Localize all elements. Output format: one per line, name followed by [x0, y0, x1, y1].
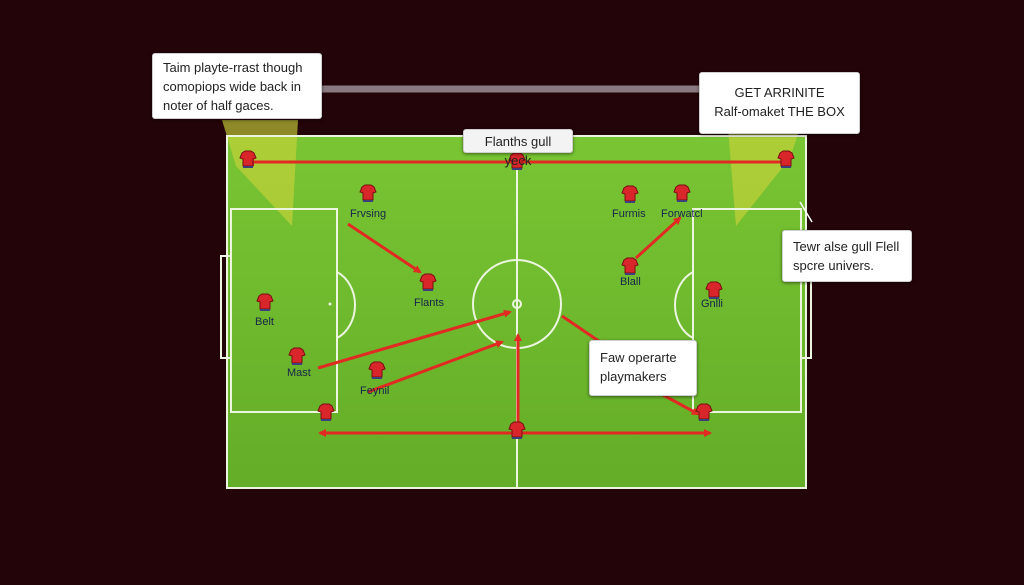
callout-bottom-right-line1: Faw operarte	[600, 350, 677, 365]
player-shirt	[288, 347, 306, 365]
callout-top-right: GET ARRINITE Ralf-omaket THE BOX	[699, 72, 860, 134]
callout-center: Flanths gull yeck	[463, 129, 573, 168]
player-shirt	[359, 184, 377, 202]
player-shirt	[239, 150, 257, 168]
callout-top-right-line2: Ralf-omaket THE BOX	[714, 104, 845, 119]
callout-bottom-right-line2: playmakers	[600, 369, 667, 384]
player-label-blall: Blall	[620, 276, 641, 288]
player-label-forwatcl: Forwatcl	[661, 208, 703, 220]
player-shirt	[777, 150, 795, 168]
callout-top-left-line2: comopiops wide back in	[163, 79, 302, 94]
callout-top-left-line1: Taim playte-rrast though	[163, 60, 303, 75]
player-shirt	[419, 273, 437, 291]
player-shirt	[621, 185, 639, 203]
callout-right-line1: Tewr alse gull Flell	[793, 239, 900, 254]
player-shirt	[673, 184, 691, 202]
callout-top-left-line3: noter of half gaces.	[163, 98, 274, 113]
player-shirt	[621, 257, 639, 275]
callout-right-line2: spcre univers.	[793, 258, 874, 273]
callout-pointer	[799, 201, 813, 223]
arrow-mast-pass	[317, 309, 512, 370]
callout-top-right-line1: GET ARRINITE	[734, 85, 825, 100]
player-label-frvsing: Frvsing	[350, 208, 386, 220]
player-shirt	[317, 403, 335, 421]
arrow-feynil-pass	[367, 340, 504, 394]
arrow-frvsing-run	[347, 222, 422, 274]
player-shirt	[256, 293, 274, 311]
player-label-furmis: Furmis	[612, 208, 646, 220]
player-shirt	[368, 361, 386, 379]
player-shirt	[508, 152, 526, 170]
player-shirt	[695, 403, 713, 421]
arrow-blall-run	[634, 216, 682, 260]
player-label-gnlli: Gnlli	[701, 298, 723, 310]
player-shirt	[705, 281, 723, 299]
player-labels: Frvsing Flants Belt Mast Feynil Furmis F…	[255, 208, 723, 397]
player-label-belt: Belt	[255, 316, 274, 328]
callout-right: Tewr alse gull Flell spcre univers.	[782, 230, 912, 282]
player-shirt	[508, 421, 526, 439]
player-label-feynil: Feynil	[360, 385, 389, 397]
penalty-spot-left	[328, 302, 332, 306]
callout-center-text: Flanths gull yeck	[484, 134, 552, 168]
player-label-flants: Flants	[414, 297, 444, 309]
callout-bottom-right: Faw operarte playmakers	[589, 340, 697, 396]
center-spot	[512, 299, 522, 309]
player-label-mast: Mast	[287, 367, 311, 379]
players	[239, 150, 795, 439]
highlight-zone-left	[222, 120, 298, 226]
callout-top-left: Taim playte-rrast though comopiops wide …	[152, 53, 322, 119]
